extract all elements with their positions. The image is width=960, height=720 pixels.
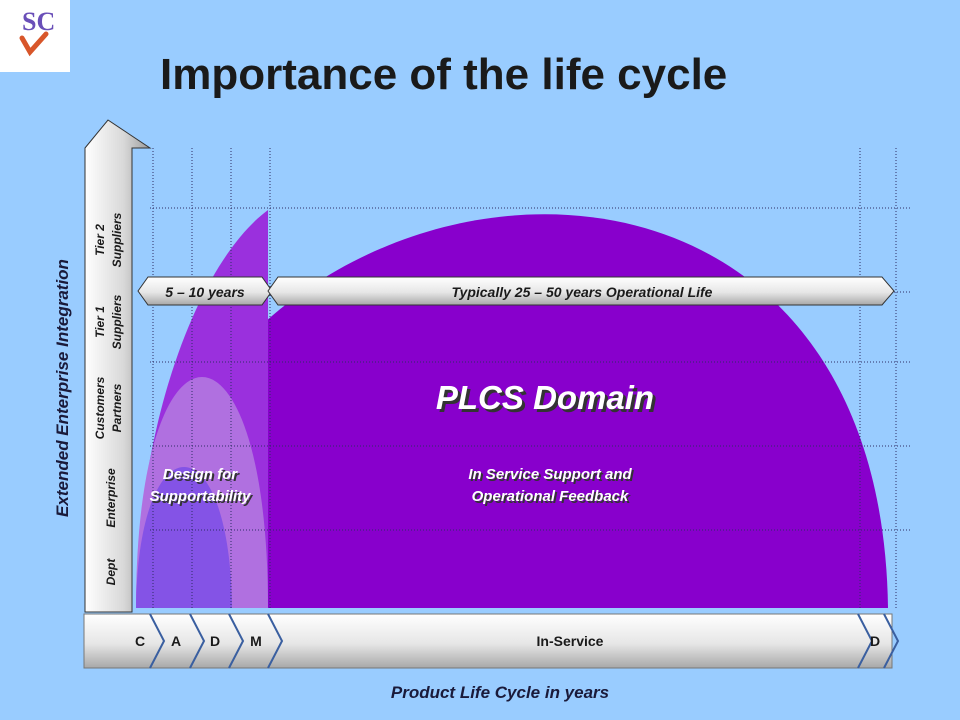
design-inner xyxy=(136,467,232,608)
phase-m: M xyxy=(250,633,262,649)
domain-title-group: PLCS Domain PLCS Domain xyxy=(436,379,657,419)
check-icon xyxy=(19,31,49,57)
design-line2: Supportability xyxy=(150,488,251,505)
level-customers: Customers xyxy=(93,376,107,439)
level-tier2-suppliers: Suppliers xyxy=(110,212,124,267)
service-line2-shadow: Operational Feedback xyxy=(474,490,631,507)
phase-d: D xyxy=(210,633,220,649)
phase-a: A xyxy=(171,633,181,649)
service-line1: In Service Support and xyxy=(468,466,632,483)
long-span-label: Typically 25 – 50 years Operational Life xyxy=(452,284,713,300)
design-label: Design for Design for Supportability Sup… xyxy=(150,466,253,507)
page-title: Importance of the life cycle xyxy=(160,50,728,99)
domain-title-shadow: PLCS Domain xyxy=(439,382,657,419)
phase-disposal: D xyxy=(870,633,880,649)
logo: SC xyxy=(0,0,70,72)
level-tier1-suppliers: Suppliers xyxy=(110,294,124,349)
phase-c: C xyxy=(135,633,145,649)
level-tier1: Tier 1 xyxy=(93,306,107,338)
short-span-label: 5 – 10 years xyxy=(165,284,245,300)
level-tier2: Tier 2 xyxy=(93,224,107,256)
domain-title: PLCS Domain xyxy=(436,379,654,416)
x-axis-title: Product Life Cycle in years xyxy=(391,683,609,702)
service-line1-shadow: In Service Support and xyxy=(470,468,634,485)
design-line1: Design for xyxy=(163,466,238,483)
plcs-dome xyxy=(136,214,888,608)
enterprise-arrow xyxy=(84,119,152,613)
design-line2-shadow: Supportability xyxy=(152,490,253,507)
lifecycle-bar: C A D M In-Service D xyxy=(83,613,900,669)
design-line1-shadow: Design for xyxy=(165,468,240,485)
level-dept: Dept xyxy=(104,558,118,586)
timeline-bar: 5 – 10 years Typically 25 – 50 years Ope… xyxy=(137,276,895,306)
level-enterprise: Enterprise xyxy=(104,468,118,528)
phase-in-service: In-Service xyxy=(537,633,604,649)
service-label: In Service Support and In Service Suppor… xyxy=(468,466,634,507)
service-line2: Operational Feedback xyxy=(472,488,629,505)
y-levels: Dept Enterprise Customers Partners Tier … xyxy=(93,212,124,585)
y-axis-title: Extended Enterprise Integration xyxy=(53,259,72,517)
level-partners: Partners xyxy=(110,383,124,432)
logo-text: SC xyxy=(22,7,55,36)
